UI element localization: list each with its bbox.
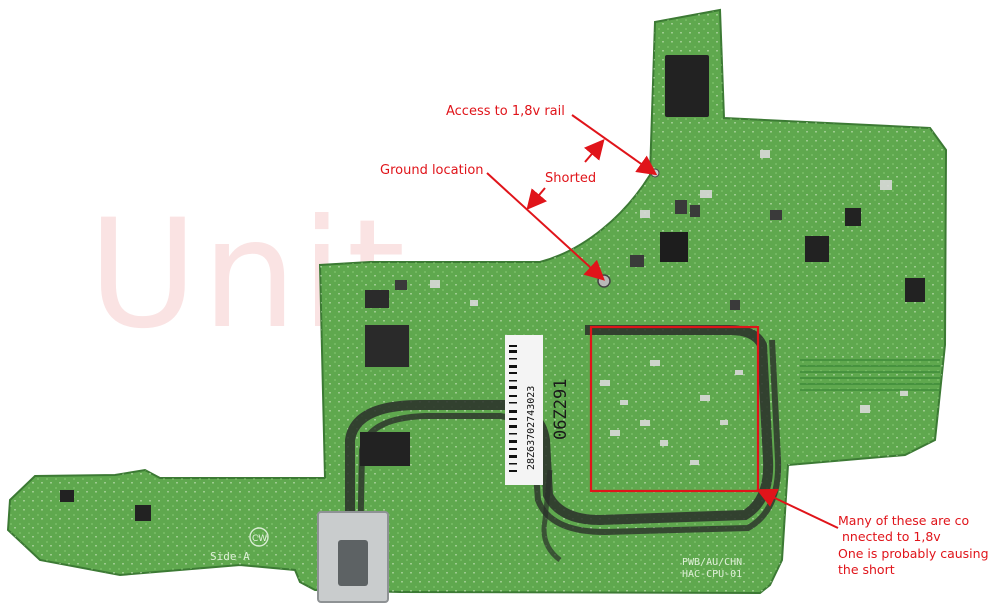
barcode-serial: 28Z63702743023 bbox=[526, 386, 537, 470]
arrow-shorted-down bbox=[526, 187, 547, 211]
chip-left-controller bbox=[365, 325, 409, 367]
arrow-note bbox=[756, 488, 839, 529]
chip-top-memory bbox=[665, 55, 709, 117]
annotation-ground: Ground location bbox=[380, 163, 484, 178]
model-line-1: PWB/AU/CHN bbox=[682, 557, 742, 568]
annotation-shorted: Shorted bbox=[545, 171, 597, 186]
note-line-1: Many of these are co bbox=[838, 513, 970, 528]
arrow-shorted-up bbox=[584, 138, 605, 163]
barcode-label: 28Z63702743023 bbox=[505, 335, 543, 485]
board-serial-short: 06Z291 bbox=[551, 379, 571, 440]
chip-bottom-left bbox=[360, 432, 410, 466]
chip-right bbox=[805, 236, 829, 262]
note-line-3: One is probably causing bbox=[838, 545, 989, 561]
side-label: Side-A bbox=[210, 550, 250, 563]
annotation-access-rail: Access to 1,8v rail bbox=[446, 104, 565, 119]
trace-bundle bbox=[345, 325, 774, 560]
arrow-access-rail bbox=[571, 114, 658, 176]
note-line-4: the short bbox=[838, 561, 895, 577]
cw-mark: CW bbox=[252, 534, 267, 544]
arrow-ground bbox=[486, 172, 605, 281]
model-line-2: HAC-CPU-01 bbox=[682, 569, 742, 580]
cw-mark-circle bbox=[249, 527, 269, 547]
chip-pmic bbox=[660, 232, 688, 262]
annotation-note: Many of these are co nnected to 1,8v One… bbox=[838, 513, 994, 578]
highlight-box bbox=[589, 325, 760, 493]
note-line-2: nnected to 1,8v bbox=[842, 529, 941, 545]
